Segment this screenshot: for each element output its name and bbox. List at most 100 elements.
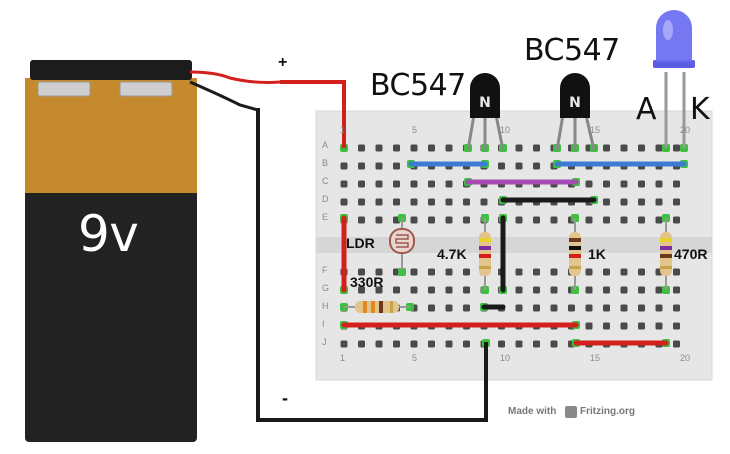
breadboard-hole — [585, 322, 593, 330]
row-label-a: A — [322, 140, 329, 150]
resistor-470r — [660, 218, 672, 290]
breadboard-hole — [655, 144, 663, 152]
breadboard-hole — [550, 286, 558, 294]
breadboard-hole — [603, 144, 610, 152]
breadboard-hole — [393, 340, 400, 348]
footer-brand: Fritzing.org — [580, 406, 635, 417]
battery-terminal-left — [37, 81, 91, 97]
breadboard-hole — [463, 268, 470, 276]
breadboard-hole — [428, 180, 435, 188]
breadboard-hole — [638, 180, 645, 188]
battery-positive-lead — [189, 70, 281, 84]
breadboard-hole — [603, 216, 610, 224]
battery — [25, 60, 197, 442]
breadboard-hole — [428, 340, 435, 348]
breadboard-hole — [533, 340, 540, 348]
breadboard-hole — [655, 216, 663, 224]
breadboard-hole — [620, 286, 628, 294]
breadboard-hole — [445, 216, 453, 224]
breadboard-hole — [375, 162, 383, 170]
battery-label: 9v — [78, 205, 139, 263]
transistor-1: N — [466, 73, 505, 151]
breadboard-hole — [358, 286, 365, 294]
breadboard-hole — [655, 180, 663, 188]
row-label-g: G — [322, 283, 330, 293]
breadboard-hole — [375, 340, 383, 348]
breadboard-hole-connected — [398, 268, 406, 276]
breadboard-hole — [638, 304, 645, 312]
breadboard-hole — [655, 198, 663, 206]
transistor-2: N — [555, 73, 596, 151]
column-label-20-bottom: 20 — [680, 353, 691, 363]
battery-negative-lead — [189, 80, 259, 112]
fritzing-logo-icon — [565, 406, 577, 418]
breadboard-hole — [393, 286, 400, 294]
breadboard-hole — [638, 198, 645, 206]
breadboard-hole — [585, 304, 593, 312]
battery-terminal-right — [119, 81, 173, 97]
resistor-4-7k — [479, 218, 491, 290]
row-label-f: F — [322, 265, 328, 275]
breadboard-hole — [358, 198, 365, 206]
column-label-5-top: 5 — [412, 125, 418, 135]
row-label-d: D — [322, 194, 329, 204]
breadboard-hole — [673, 268, 680, 276]
column-label-15-bottom: 15 — [590, 353, 601, 363]
breadboard-hole — [358, 216, 365, 224]
svg-text:N: N — [479, 95, 491, 111]
breadboard-hole — [620, 322, 628, 330]
breadboard-hole — [410, 268, 418, 276]
breadboard-hole — [375, 180, 383, 188]
breadboard-hole — [463, 198, 470, 206]
breadboard-hole — [550, 216, 558, 224]
breadboard-hole — [515, 144, 523, 152]
breadboard-hole — [463, 286, 470, 294]
breadboard-hole — [410, 180, 418, 188]
breadboard-hole — [428, 286, 435, 294]
breadboard-hole — [410, 286, 418, 294]
breadboard-hole — [533, 162, 540, 170]
resistor-4-7k-label: 4.7K — [437, 246, 467, 262]
column-label-10-bottom: 10 — [500, 353, 511, 363]
ldr-label: LDR — [346, 235, 375, 251]
breadboard-hole — [603, 198, 610, 206]
breadboard-hole — [463, 216, 470, 224]
breadboard-hole — [550, 340, 558, 348]
column-label-10-top: 10 — [500, 125, 511, 135]
breadboard-hole — [375, 198, 383, 206]
footer-made-with: Made with — [508, 406, 557, 417]
breadboard-hole — [585, 286, 593, 294]
resistor-1k-label: 1K — [588, 246, 606, 262]
column-label-1-bottom: 1 — [340, 353, 346, 363]
breadboard-hole — [358, 144, 365, 152]
breadboard-hole — [603, 304, 610, 312]
breadboard-hole — [568, 304, 575, 312]
transistor-2-label: BC547 — [524, 33, 620, 68]
positive-sign: + — [278, 54, 288, 71]
breadboard-hole — [603, 322, 610, 330]
breadboard-hole — [393, 198, 400, 206]
breadboard-hole — [673, 304, 680, 312]
breadboard-hole — [585, 216, 593, 224]
breadboard-hole — [673, 216, 680, 224]
breadboard-hole — [358, 268, 365, 276]
breadboard-hole — [673, 180, 680, 188]
breadboard-hole — [655, 286, 663, 294]
ground-wire — [256, 108, 488, 422]
breadboard-hole — [358, 180, 365, 188]
row-label-e: E — [322, 212, 329, 222]
breadboard-hole — [410, 340, 418, 348]
column-label-5-bottom: 5 — [412, 353, 418, 363]
breadboard-hole — [533, 216, 540, 224]
breadboard-center-channel — [316, 237, 712, 253]
breadboard-hole — [445, 180, 453, 188]
row-label-c: C — [322, 176, 329, 186]
breadboard-hole — [428, 304, 435, 312]
resistor-470r-label: 470R — [674, 246, 708, 262]
breadboard-hole — [533, 286, 540, 294]
breadboard-hole — [428, 144, 435, 152]
row-label-b: B — [322, 158, 329, 168]
breadboard-hole — [620, 304, 628, 312]
positive-supply-wire — [280, 80, 346, 148]
